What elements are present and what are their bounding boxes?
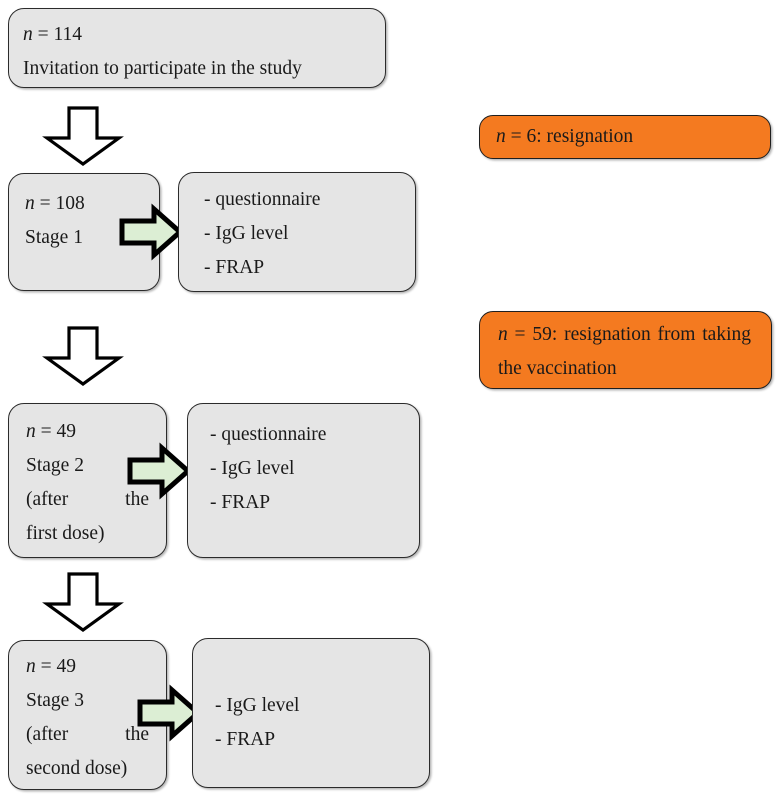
stage3-note-line1: (after the <box>26 724 149 745</box>
stage3-measure-item: - IgG level <box>215 695 300 716</box>
stage2-label: Stage 2 <box>26 455 84 476</box>
right-arrow-icon <box>127 442 192 500</box>
right-arrow-icon <box>137 684 202 742</box>
dropout2-value: = 59: resignation from taking the vaccin… <box>498 324 751 379</box>
node-dropout-resignation: n = 6: resignation <box>479 115 771 159</box>
dropout1-text: n = 6: resignation <box>496 120 757 154</box>
stage2-note-line2: first dose) <box>26 523 105 544</box>
invitation-n-line: n = 114 <box>23 18 372 52</box>
node-stage2-measures: - questionnaire - IgG level - FRAP <box>187 403 420 558</box>
stage3-n-line: n = 49 <box>26 650 149 684</box>
stage1-n-line: n = 108 <box>25 187 146 221</box>
stage3-n-symbol: n <box>26 656 36 677</box>
invitation-description: Invitation to participate in the study <box>23 58 302 79</box>
stage1-measure-item: - IgG level <box>204 223 289 244</box>
stage1-measure-item: - FRAP <box>204 257 265 278</box>
stage3-label: Stage 3 <box>26 690 84 711</box>
down-arrow-icon <box>42 326 124 386</box>
right-arrow-icon <box>119 203 184 261</box>
node-invitation: n = 114 Invitation to participate in the… <box>8 8 386 88</box>
stage2-note-line1: (after the <box>26 489 149 510</box>
stage2-measure-item: - IgG level <box>210 458 295 479</box>
stage1-n-symbol: n <box>25 193 35 214</box>
node-stage3-measures: - IgG level - FRAP <box>192 638 430 788</box>
dropout2-n-symbol: n <box>498 324 508 345</box>
down-arrow-icon <box>42 106 124 166</box>
stage2-n-value: = 49 <box>35 421 76 442</box>
stage3-n-value: = 49 <box>35 656 76 677</box>
node-dropout-vaccination-refusal: n = 59: resignation from taking the vacc… <box>479 311 772 389</box>
stage2-n-line: n = 49 <box>26 415 149 449</box>
node-stage1-measures: - questionnaire - IgG level - FRAP <box>178 172 416 292</box>
stage1-label: Stage 1 <box>25 227 83 248</box>
stage3-measure-item: - FRAP <box>215 729 276 750</box>
dropout1-n-symbol: n <box>496 126 506 147</box>
down-arrow-icon <box>42 572 124 632</box>
dropout2-text: n = 59: resignation from taking the vacc… <box>498 318 751 386</box>
invitation-n-symbol: n <box>23 24 33 45</box>
dropout1-value: = 6: resignation <box>505 126 634 147</box>
stage1-measure-item: - questionnaire <box>204 189 321 210</box>
stage2-measure-item: - FRAP <box>210 492 271 513</box>
stage3-note-line2: second dose) <box>26 758 128 779</box>
node-stage2: n = 49 Stage 2 (after the first dose) <box>8 403 167 558</box>
invitation-n-value: = 114 <box>32 24 83 45</box>
stage2-n-symbol: n <box>26 421 36 442</box>
stage2-measure-item: - questionnaire <box>210 424 327 445</box>
stage1-n-value: = 108 <box>34 193 85 214</box>
